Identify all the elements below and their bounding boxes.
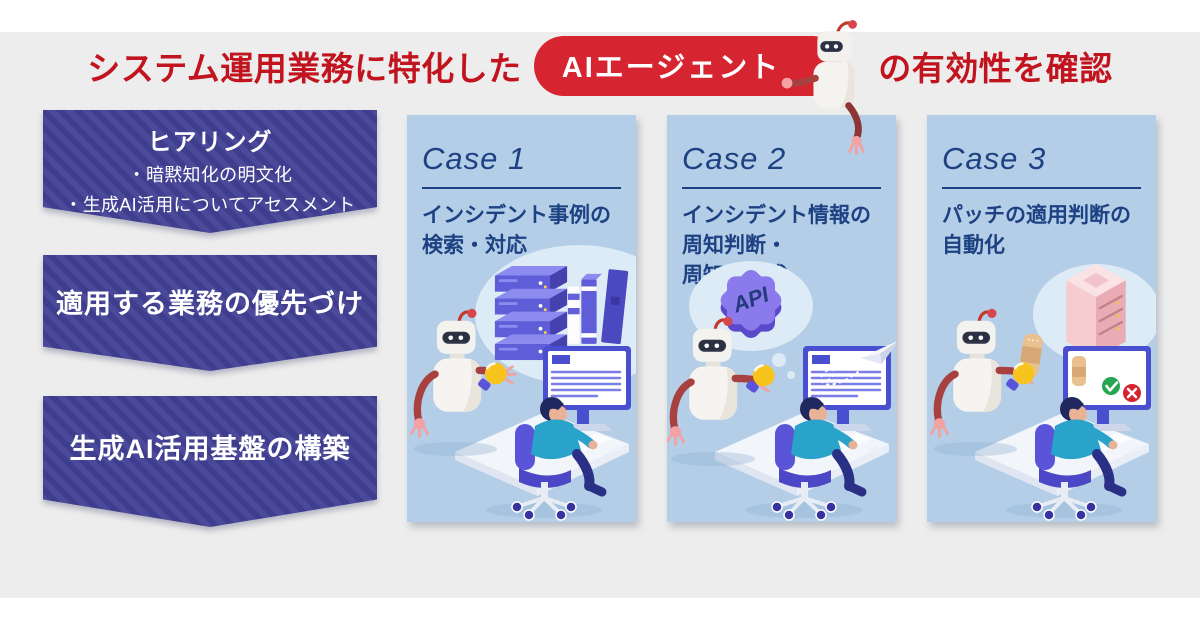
reject-icon xyxy=(1123,384,1141,402)
step-bullet: ・生成AI活用についてアセスメント xyxy=(64,195,356,215)
case-description-line: 自動化 xyxy=(942,233,1005,257)
case-illustration xyxy=(667,261,896,522)
step-heading: 生成AI活用基盤の構築 xyxy=(69,434,351,464)
main-title: システム運用業務に特化した AIエージェント の有効性を確認 xyxy=(0,20,1200,155)
title-prefix: システム運用業務に特化した xyxy=(87,50,522,87)
case-description-line: インシデント情報の xyxy=(682,204,871,227)
case-card-1: Case 1 インシデント事例の 検索・対応 xyxy=(407,115,636,522)
step-banner-1: ヒアリング ・暗黙知化の明文化 ・生成AI活用についてアセスメント xyxy=(43,110,377,233)
robot-shadow xyxy=(413,442,497,456)
plane-trail xyxy=(820,367,864,386)
monitor-patch-icon xyxy=(1072,356,1086,386)
approve-icon xyxy=(1102,377,1120,395)
robot-shadow xyxy=(671,452,755,466)
ai-agent-pill: AIエージェント xyxy=(533,20,866,155)
case-label: Case 3 xyxy=(942,141,1141,189)
ai-agent-pill-label: AIエージェント xyxy=(561,52,781,84)
robot-shadow xyxy=(933,442,1017,456)
steps-sidebar: ヒアリング ・暗黙知化の明文化 ・生成AI活用についてアセスメント 適用する業務… xyxy=(43,110,377,527)
case-description: インシデント事例の 検索・対応 xyxy=(422,201,621,261)
step-banner-3: 生成AI活用基盤の構築 xyxy=(43,396,377,527)
case-illustration xyxy=(927,262,1156,522)
title-suffix: の有効性を確認 xyxy=(878,50,1113,87)
case-description-line: パッチの適用判断の xyxy=(942,204,1131,227)
server-tower-icon xyxy=(1065,262,1127,360)
step-banner-2: 適用する業務の優先づけ xyxy=(43,255,377,371)
case-description-line: 検索・対応 xyxy=(422,233,527,257)
case-label: Case 2 xyxy=(682,141,881,189)
monitor-document-icon xyxy=(810,355,882,398)
case-description-line: 周知判断・ xyxy=(682,233,787,257)
ai-agent-robot-icon xyxy=(781,20,866,155)
step-heading: 適用する業務の優先づけ xyxy=(56,288,364,319)
case-card-2: Case 2 インシデント情報の 周知判断・ 周知文作成 xyxy=(667,115,896,522)
case-label: Case 1 xyxy=(422,141,621,189)
case-description: パッチの適用判断の 自動化 xyxy=(942,201,1141,261)
thought-bubble-dot xyxy=(787,371,795,379)
case-description-line: インシデント事例の xyxy=(422,204,611,227)
step-bullet: ・暗黙知化の明文化 xyxy=(127,165,293,185)
server-stack-icon xyxy=(495,266,567,360)
thought-bubble-dot xyxy=(772,353,786,367)
monitor-document-icon xyxy=(550,355,622,398)
cases-section: Case 1 インシデント事例の 検索・対応 xyxy=(407,115,1156,522)
case-card-3: Case 3 パッチの適用判断の 自動化 xyxy=(927,115,1156,522)
case-illustration xyxy=(407,245,636,522)
step-heading: ヒアリング xyxy=(147,129,273,156)
